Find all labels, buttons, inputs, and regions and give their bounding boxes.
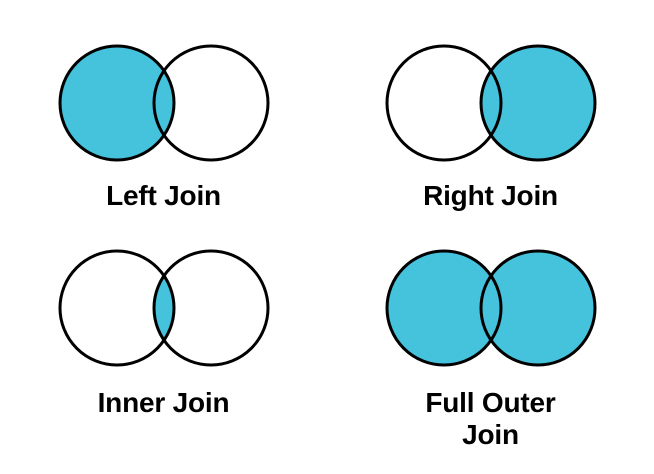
left-circle-outline (58, 249, 175, 367)
left-circle-outline (385, 44, 502, 162)
venn-inner-join (58, 249, 269, 371)
right-circle-fill (480, 46, 595, 160)
join-label-inner-join: Inner Join (97, 387, 230, 418)
right-circle-fill (153, 251, 268, 365)
left-circle-fill (386, 46, 501, 160)
join-label-left-join: Left Join (106, 180, 221, 211)
right-circle-outline (152, 44, 269, 162)
right-circle-outline (479, 44, 596, 162)
left-circle-fill (59, 46, 174, 160)
venn-full-outer-join (385, 249, 596, 371)
left-circle-fill (386, 251, 501, 365)
join-label-right-join: Right Join (423, 180, 558, 211)
right-circle-outline (479, 249, 596, 367)
left-circle-outline (58, 44, 175, 162)
venn-left-join (58, 44, 269, 166)
join-label-full-outer-join: Full Outer Join (425, 387, 556, 451)
join-cell-inner-join[interactable]: Inner Join (0, 237, 327, 474)
right-circle-outline (152, 249, 269, 367)
join-cell-right-join[interactable]: Right Join (327, 0, 654, 237)
join-cell-left-join[interactable]: Left Join (0, 0, 327, 237)
join-cell-full-outer-join[interactable]: Full Outer Join (327, 237, 654, 474)
left-circle-outline (385, 249, 502, 367)
left-circle-fill (59, 251, 174, 365)
right-circle-fill (153, 46, 268, 160)
venn-right-join (385, 44, 596, 166)
right-circle-fill (480, 251, 595, 365)
